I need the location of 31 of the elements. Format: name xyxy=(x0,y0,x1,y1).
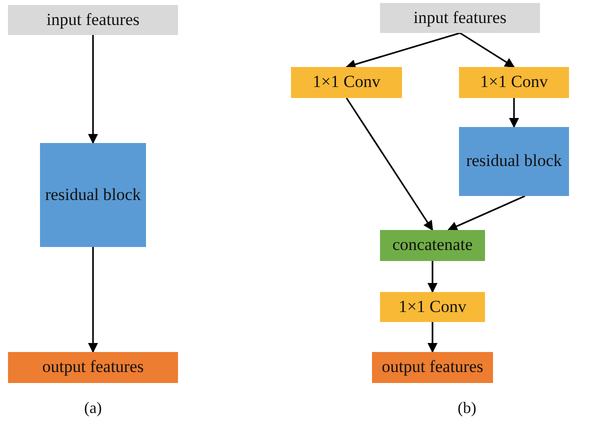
arrow xyxy=(88,35,98,144)
node-text: output features xyxy=(382,357,484,378)
node-text: input features xyxy=(414,8,506,28)
node-text: residual block xyxy=(466,151,562,172)
residual-block-box xyxy=(40,143,146,247)
panel-label: (a) xyxy=(84,400,102,418)
node-text: output features xyxy=(42,357,144,378)
arrow xyxy=(428,322,438,353)
panel-label: (b) xyxy=(458,400,476,418)
node-text: 1×1 Conv xyxy=(480,72,548,93)
node-text: input features xyxy=(46,10,140,30)
arrow xyxy=(460,32,515,68)
arrow xyxy=(509,98,519,128)
arrow xyxy=(428,261,438,293)
conv-box xyxy=(459,67,569,98)
node-text: residual block xyxy=(45,184,141,206)
concatenate-box xyxy=(380,230,485,261)
residual-block-box xyxy=(459,127,569,196)
output-box xyxy=(8,352,178,383)
arrow xyxy=(447,195,526,231)
output-box xyxy=(372,352,493,383)
conv-box xyxy=(291,67,402,98)
node-text: 1×1 Conv xyxy=(398,296,466,318)
node-text: 1×1 Conv xyxy=(312,72,380,93)
input-box xyxy=(380,3,540,33)
arrow xyxy=(346,32,460,70)
input-box xyxy=(8,5,178,35)
node-text: concatenate xyxy=(392,235,473,256)
arrow xyxy=(88,247,98,353)
arrow xyxy=(346,98,434,231)
conv-box xyxy=(380,292,485,322)
